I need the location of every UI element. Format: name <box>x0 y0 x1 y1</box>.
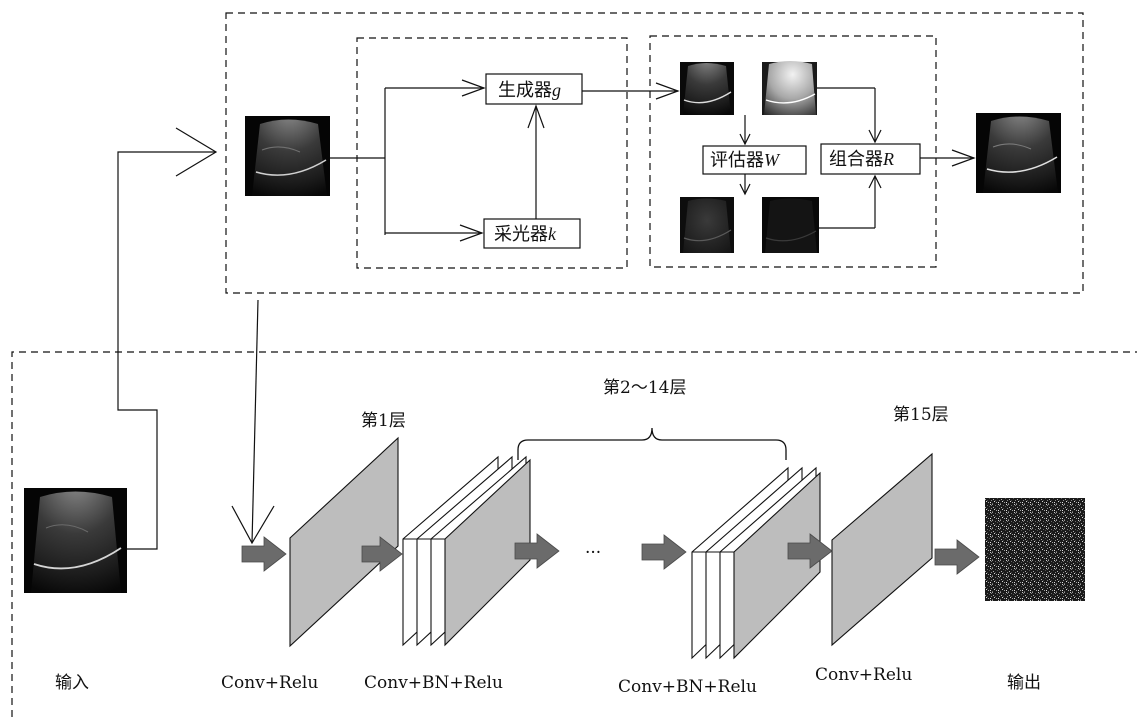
sampler-var: k <box>548 224 557 244</box>
svg-text:生成器g: 生成器g <box>498 80 561 101</box>
svg-text:采光器k: 采光器k <box>494 224 557 245</box>
svg-text:组合器R: 组合器R <box>829 149 894 170</box>
layer-stack-b <box>692 468 820 658</box>
weight-map-b <box>762 197 819 253</box>
layer-15-label: 第15层 <box>893 405 949 425</box>
sampler-label: 采光器 <box>494 224 548 245</box>
generated-image-a <box>680 62 734 115</box>
evaluator-label: 评估器 <box>710 150 764 171</box>
input-feed-connector <box>118 128 216 549</box>
generator-label: 生成器 <box>498 80 552 101</box>
flow-arrow-6 <box>935 540 979 574</box>
generated-image-b <box>762 61 817 115</box>
residual-output-image <box>985 498 1085 601</box>
conv-bn-caption-b: Conv+BN+Relu <box>618 677 757 697</box>
conv-last-caption: Conv+Relu <box>815 665 912 685</box>
ellipsis-label: ··· <box>585 543 601 563</box>
weight-map-a <box>680 197 734 253</box>
middle-layers-brace <box>518 428 786 460</box>
evaluator-var: W <box>764 150 781 170</box>
output-caption: 输出 <box>1007 673 1041 693</box>
generator-var: g <box>552 80 561 100</box>
layer-1-label: 第1层 <box>361 411 406 431</box>
network-input-image <box>24 488 127 593</box>
enhanced-output-image <box>976 113 1061 193</box>
layer-15-block <box>832 454 932 645</box>
layer-middle-label: 第2～14层 <box>603 378 686 398</box>
enhancement-module-frame <box>226 13 1083 293</box>
enhancement-to-network-connector <box>232 300 274 543</box>
flow-arrow-4 <box>642 535 686 569</box>
conv-bn-caption-a: Conv+BN+Relu <box>364 673 503 693</box>
layer-stack-a <box>403 457 530 645</box>
combiner-label: 组合器 <box>829 149 883 170</box>
flow-arrow-1 <box>242 537 286 571</box>
enhancement-input-image <box>245 116 330 196</box>
combiner-var: R <box>882 149 894 169</box>
network-frame <box>12 352 1137 717</box>
svg-text:评估器W: 评估器W <box>710 150 781 171</box>
conv1-caption: Conv+Relu <box>221 673 318 693</box>
input-caption: 输入 <box>55 673 89 693</box>
